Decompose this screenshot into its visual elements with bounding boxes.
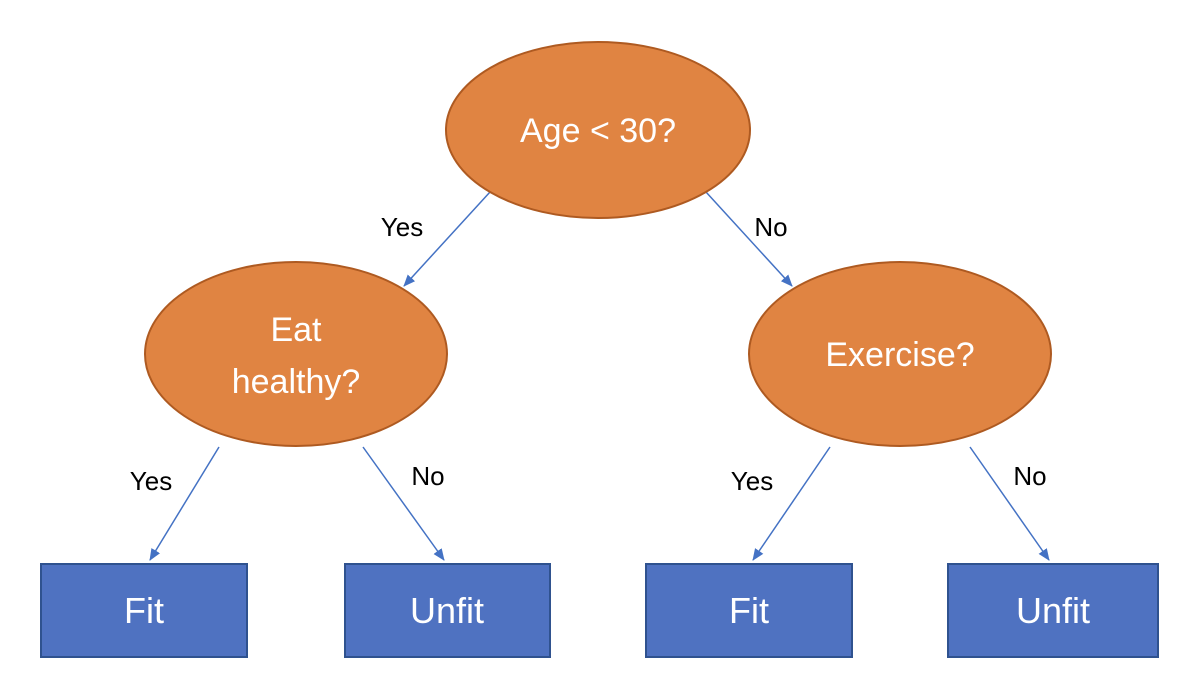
- decision-node-eat-healthy: Eat healthy?: [144, 261, 448, 447]
- edge-exercise-leaf4: [969, 446, 1050, 561]
- edge-label-exercise-leaf3: Yes: [731, 466, 773, 496]
- edge-label-eat-leaf2: No: [411, 461, 444, 491]
- leaf-node-unfit-1: Unfit: [344, 563, 551, 658]
- leaf-node-unfit-2-label: Unfit: [1016, 590, 1090, 631]
- leaf-node-fit-2-shape: [645, 563, 853, 658]
- leaf-node-fit-1: Fit: [40, 563, 248, 658]
- edge-root-eat: [403, 191, 491, 287]
- leaf-node-unfit-2: Unfit: [947, 563, 1159, 658]
- decision-node-exercise-label: Exercise?: [825, 336, 974, 374]
- leaf-node-fit-2: Fit: [645, 563, 853, 658]
- edge-label-eat-leaf1: Yes: [130, 466, 172, 496]
- leaf-node-unfit-1-shape: [344, 563, 551, 658]
- edge-eat-leaf1: [149, 446, 220, 561]
- leaf-node-fit-1-label: Fit: [124, 590, 164, 631]
- decision-node-exercise: Exercise?: [748, 261, 1052, 447]
- leaf-node-fit-2-label: Fit: [729, 590, 769, 631]
- decision-node-eat-healthy-label-line1: Eat: [270, 311, 322, 349]
- edge-root-exercise: [705, 191, 793, 287]
- decision-node-root-shape: [445, 41, 751, 219]
- decision-node-root: Age < 30?: [445, 41, 751, 219]
- leaf-node-fit-1-shape: [40, 563, 248, 658]
- decision-node-root-label: Age < 30?: [520, 112, 676, 150]
- edge-exercise-leaf3: [752, 446, 831, 561]
- leaf-node-unfit-2-shape: [947, 563, 1159, 658]
- decision-node-eat-healthy-label-line2: healthy?: [232, 363, 361, 401]
- decision-node-exercise-shape: [748, 261, 1052, 447]
- edge-eat-leaf2: [362, 446, 445, 561]
- leaf-node-unfit-1-label: Unfit: [410, 590, 484, 631]
- edge-label-root-exercise: No: [754, 212, 787, 242]
- decision-node-eat-healthy-shape: [144, 261, 448, 447]
- edge-label-root-eat: Yes: [381, 212, 423, 242]
- edge-label-exercise-leaf4: No: [1013, 461, 1046, 491]
